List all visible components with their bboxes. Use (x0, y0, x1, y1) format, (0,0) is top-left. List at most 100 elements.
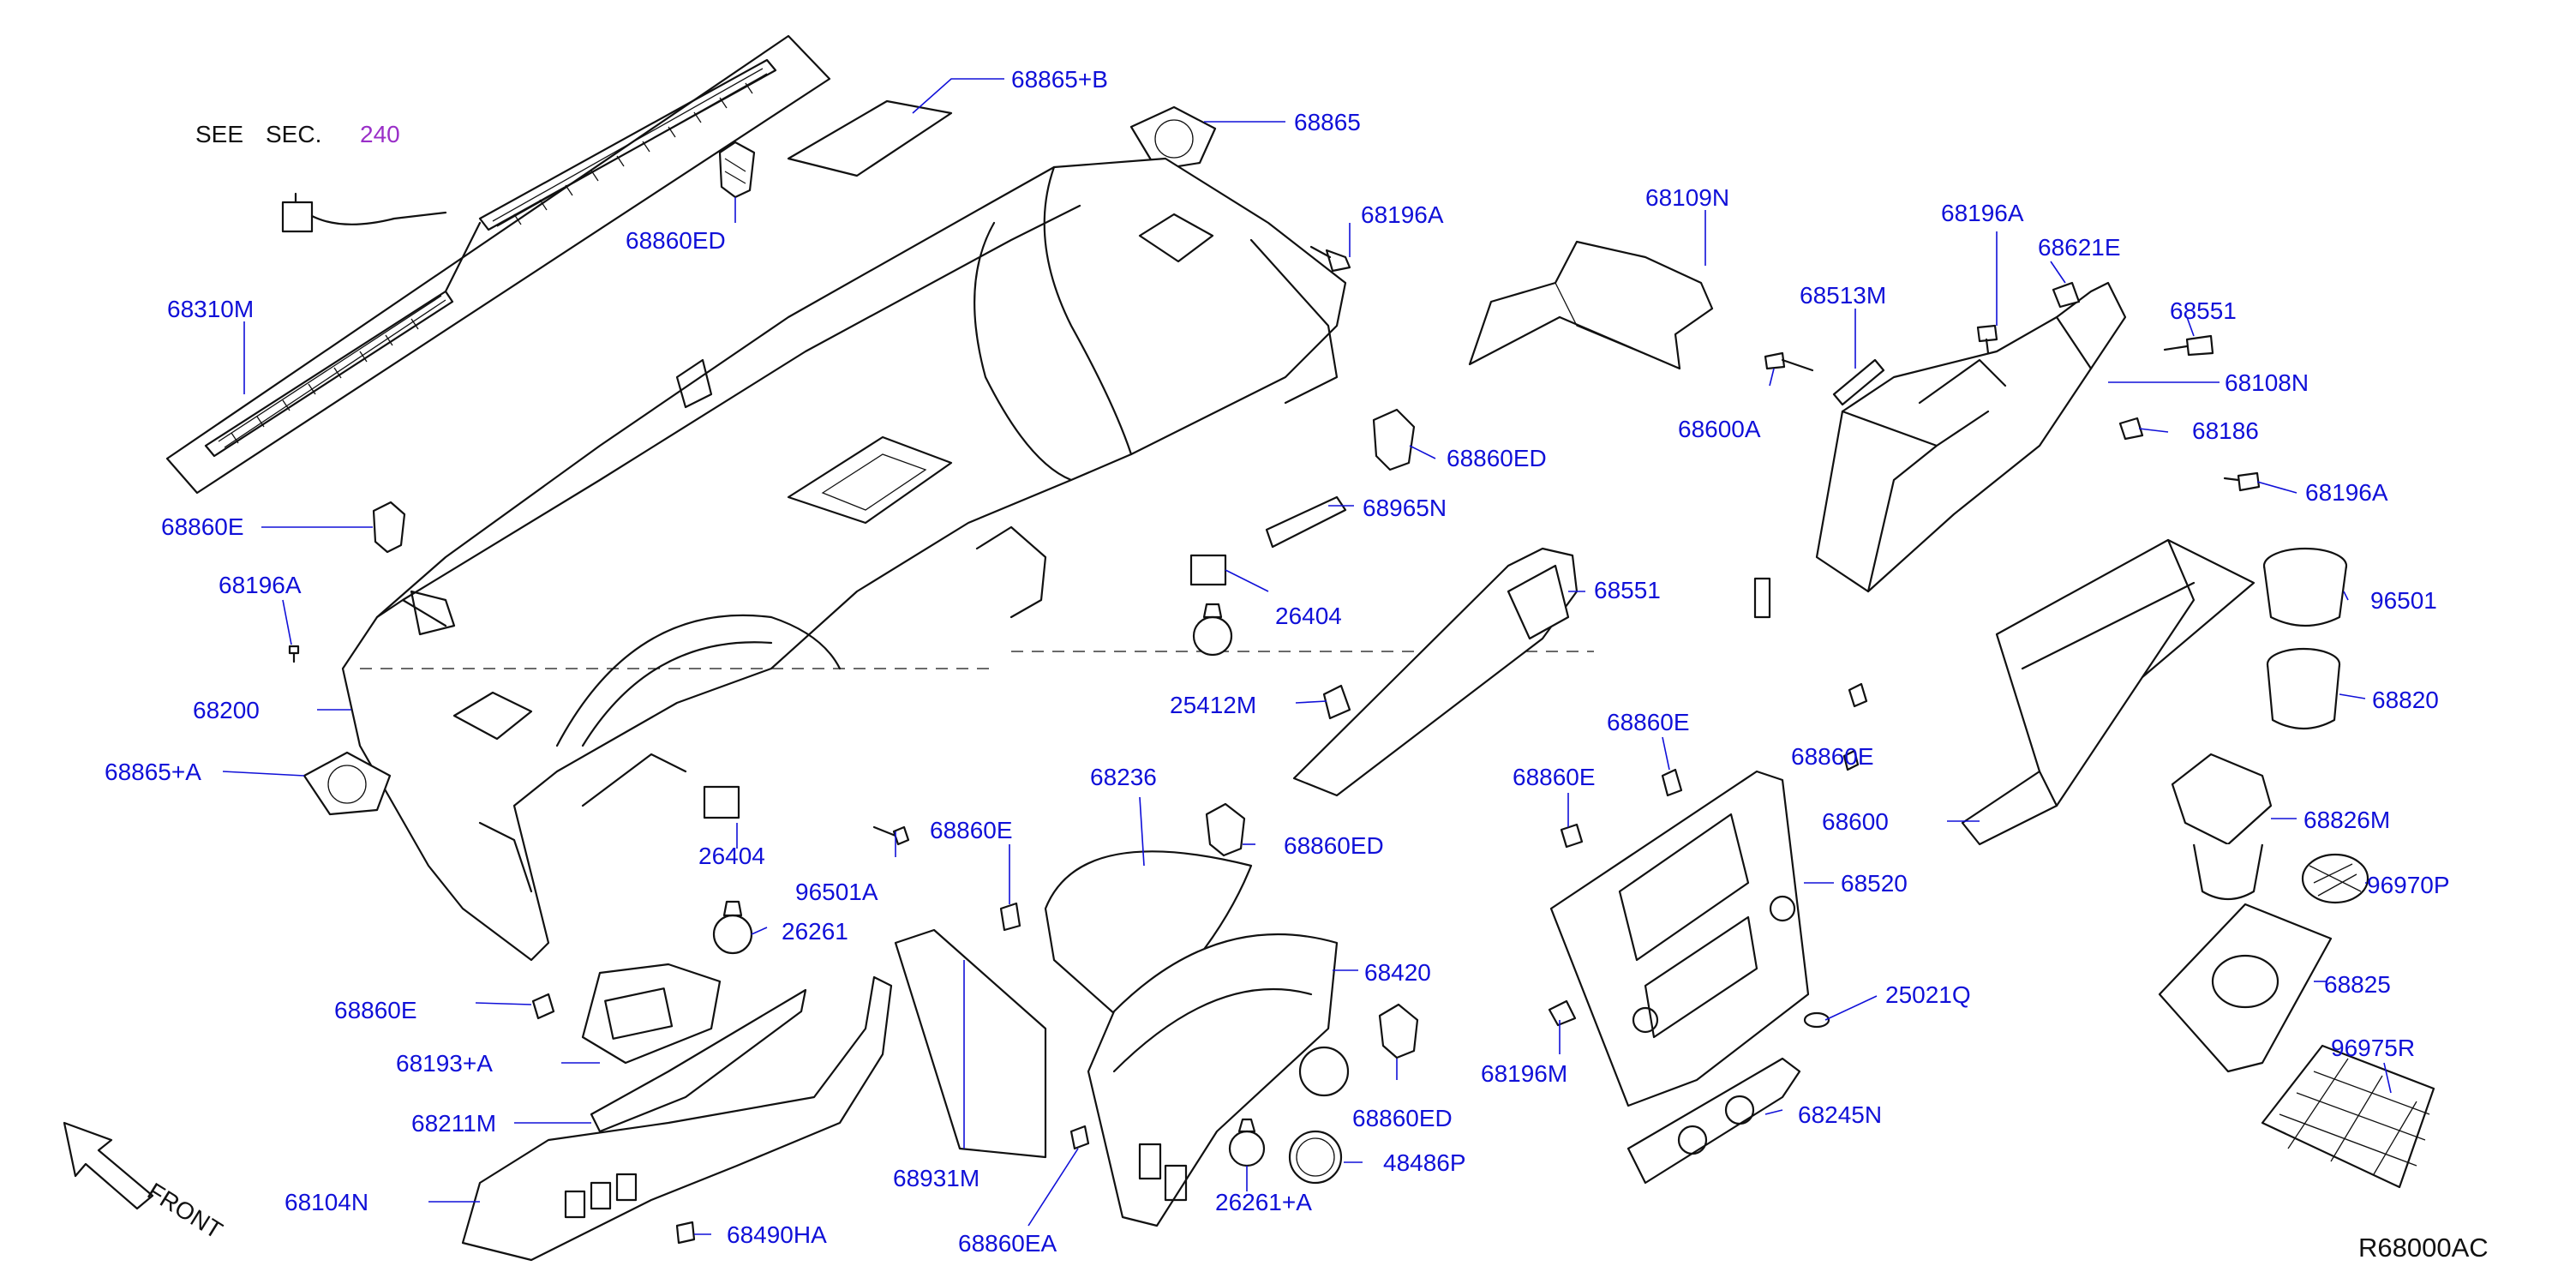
clip-68196m (1548, 999, 1577, 1027)
label-68600[interactable]: 68600 (1822, 808, 1889, 835)
label-26404-a[interactable]: 26404 (1275, 603, 1342, 629)
label-68825[interactable]: 68825 (2324, 971, 2391, 998)
label-26261[interactable]: 26261 (782, 918, 848, 945)
clip-68860e-gb2 (1842, 749, 1860, 771)
section-number[interactable]: 240 (360, 121, 400, 147)
mat-96975r (2261, 1044, 2435, 1189)
screw-68196a-r (1976, 324, 1998, 355)
label-96970p[interactable]: 96970P (2367, 872, 2450, 898)
clip-68860ed-mid (1372, 408, 1416, 471)
label-68860e-c[interactable]: 68860E (930, 817, 1013, 843)
label-68186[interactable]: 68186 (2192, 417, 2259, 444)
label-68196a-l[interactable]: 68196A (219, 572, 302, 598)
mat-96970p (2301, 853, 2369, 904)
ring-48486p (1288, 1130, 1343, 1185)
label-68621e[interactable]: 68621E (2038, 234, 2121, 261)
bolt-68196a-left (288, 645, 300, 663)
label-26261a[interactable]: 26261+A (1215, 1189, 1312, 1215)
label-68193a[interactable]: 68193+A (396, 1050, 493, 1077)
label-26404-b[interactable]: 26404 (698, 843, 765, 869)
panel-68211m (590, 988, 807, 1133)
label-68860ea[interactable]: 68860EA (958, 1230, 1057, 1257)
label-68860ed-c[interactable]: 68860ED (1284, 832, 1384, 859)
label-68600a[interactable]: 68600A (1678, 416, 1761, 442)
clip-68860e-center (999, 902, 1021, 932)
bolt-96501a (872, 825, 910, 846)
cupholder-68826m (2171, 753, 2273, 900)
label-68109n[interactable]: 68109N (1645, 184, 1729, 211)
label-96501a[interactable]: 96501A (795, 879, 878, 905)
label-96501[interactable]: 96501 (2370, 587, 2437, 614)
label-68551-m[interactable]: 68551 (1594, 577, 1661, 603)
bolt-68196a-mid (1309, 245, 1351, 273)
label-68211m[interactable]: 68211M (411, 1110, 496, 1137)
label-68196a-r[interactable]: 68196A (1941, 200, 2024, 226)
label-68196a-mid[interactable]: 68196A (1361, 201, 1444, 228)
cupholder-68820 (2266, 647, 2341, 729)
label-68860e-ll[interactable]: 68860E (334, 997, 417, 1023)
label-68860e-m2[interactable]: 68860E (1513, 764, 1596, 790)
speaker-grille-68865a (303, 751, 392, 816)
label-68931m[interactable]: 68931M (893, 1165, 979, 1191)
finisher-68931m (894, 928, 1047, 1159)
sec-text: SEC. (266, 121, 321, 147)
pad-68865b (787, 99, 953, 177)
label-68860ed-top[interactable]: 68860ED (626, 227, 726, 254)
label-68236[interactable]: 68236 (1090, 764, 1157, 790)
cupholder-68825 (2158, 903, 2333, 1073)
clip-68860e-rc (1661, 768, 1683, 797)
clip-68860ea (1069, 1125, 1090, 1150)
bolt-68196a-fr (2223, 471, 2261, 492)
label-68860e-gb[interactable]: 68860E (1791, 743, 1874, 770)
label-68490ha[interactable]: 68490HA (727, 1221, 827, 1248)
panel-68104n (461, 975, 893, 1262)
label-68860e-l[interactable]: 68860E (161, 513, 244, 540)
label-25412m[interactable]: 25412M (1170, 692, 1256, 718)
cluster-finisher-68420 (1087, 933, 1350, 1227)
bulb-26261 (712, 900, 753, 955)
label-68420[interactable]: 68420 (1364, 959, 1431, 986)
label-68860ed-mid[interactable]: 68860ED (1447, 445, 1547, 471)
label-68860e-rc[interactable]: 68860E (1607, 709, 1690, 735)
label-68104n[interactable]: 68104N (285, 1189, 368, 1215)
label-68865[interactable]: 68865 (1294, 109, 1361, 135)
bulb-26261a (1228, 1118, 1266, 1167)
clip-68860ed-top (718, 141, 756, 199)
label-68108n[interactable]: 68108N (2225, 369, 2309, 396)
wiring-connector (281, 192, 447, 233)
label-68196a-fr[interactable]: 68196A (2305, 479, 2388, 506)
label-48486p[interactable]: 48486P (1383, 1149, 1466, 1176)
label-68865b[interactable]: 68865+B (1011, 66, 1108, 93)
strip-68551 (1753, 577, 1771, 619)
screw-68600a (1764, 351, 1814, 372)
see-text: SEE (195, 121, 243, 147)
instrument-panel (341, 157, 1594, 962)
label-68826m[interactable]: 68826M (2303, 807, 2390, 833)
label-68820[interactable]: 68820 (2372, 687, 2439, 713)
diagram-code: R68000AC (2358, 1233, 2489, 1263)
label-68551-r[interactable]: 68551 (2170, 297, 2237, 324)
front-label: FRONT (143, 1178, 227, 1244)
block-26404-b (703, 785, 740, 819)
label-68513m[interactable]: 68513M (1800, 282, 1886, 309)
label-96975r[interactable]: 96975R (2331, 1035, 2415, 1061)
label-68200[interactable]: 68200 (193, 697, 260, 723)
leader-lines (222, 78, 2392, 1235)
label-68860ed-b[interactable]: 68860ED (1352, 1105, 1453, 1131)
label-25021q[interactable]: 25021Q (1885, 981, 1971, 1008)
plate-68109n (1468, 240, 1714, 370)
panel-68551 (1292, 547, 1579, 797)
label-68196m[interactable]: 68196M (1481, 1060, 1567, 1087)
clip-68860e-left2 (531, 993, 555, 1020)
bracket-68965n (1265, 495, 1347, 549)
label-68865a[interactable]: 68865+A (105, 759, 201, 785)
glovebox-68600 (1961, 538, 2255, 846)
clip-68621e (2052, 281, 2081, 309)
label-68245n[interactable]: 68245N (1798, 1101, 1882, 1128)
label-68965n[interactable]: 68965N (1363, 495, 1447, 521)
label-68310m[interactable]: 68310M (167, 296, 254, 322)
glovebox-housing-68108n (1815, 281, 2127, 593)
label-68520[interactable]: 68520 (1841, 870, 1908, 897)
bolt-68551-r (2163, 334, 2214, 357)
